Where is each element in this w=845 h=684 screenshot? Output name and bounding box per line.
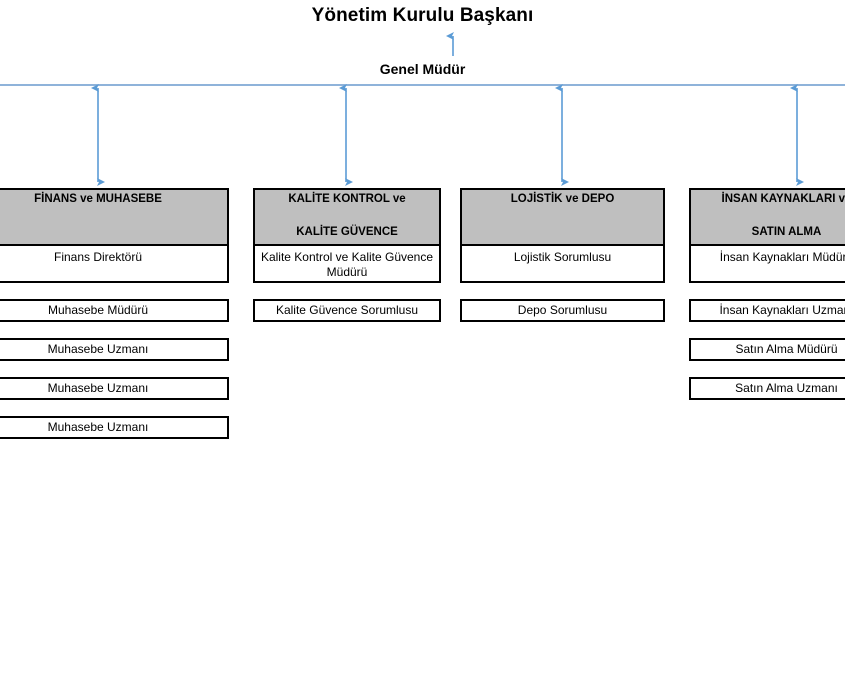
department-column-kalite-kontrol-ve-kalite-guvence: KALİTE KONTROL ve KALİTE GÜVENCE Kalite … xyxy=(253,188,441,322)
department-header-finans-ve-muhasebe: FİNANS ve MUHASEBE xyxy=(0,188,229,246)
row-gap xyxy=(689,322,845,338)
row-gap xyxy=(689,361,845,377)
department-header-line1: İNSAN KAYNAKLARI ve xyxy=(721,193,845,205)
row-gap xyxy=(0,283,229,299)
role-box[interactable]: Kalite Kontrol ve Kalite Güvence Müdürü xyxy=(253,246,441,283)
role-box[interactable]: İnsan Kaynakları Müdürü xyxy=(689,246,845,283)
department-header-line1: FİNANS ve MUHASEBE xyxy=(34,193,162,205)
role-box[interactable]: Lojistik Sorumlusu xyxy=(460,246,665,283)
row-gap xyxy=(689,283,845,299)
role-box[interactable]: İnsan Kaynakları Uzmanı xyxy=(689,299,845,322)
role-box[interactable]: Muhasebe Müdürü xyxy=(0,299,229,322)
row-gap xyxy=(0,322,229,338)
role-box[interactable]: Satın Alma Uzmanı xyxy=(689,377,845,400)
role-box[interactable]: Muhasebe Uzmanı xyxy=(0,338,229,361)
department-header-kalite-kontrol-ve-kalite-guvence: KALİTE KONTROL ve KALİTE GÜVENCE xyxy=(253,188,441,246)
row-gap xyxy=(253,283,441,299)
department-header-line1: LOJİSTİK ve DEPO xyxy=(510,193,615,205)
row-gap xyxy=(0,400,229,416)
page-title: Yönetim Kurulu Başkanı xyxy=(311,5,534,26)
department-column-finans-ve-muhasebe: FİNANS ve MUHASEBE Finans Direktörü Muha… xyxy=(0,188,229,439)
row-gap xyxy=(460,283,665,299)
department-column-lojistik-ve-depo: LOJİSTİK ve DEPO Lojistik Sorumlusu Depo… xyxy=(460,188,665,322)
department-column-insan-kaynaklari-ve-satin-alma: İNSAN KAYNAKLARI ve SATIN ALMA İnsan Kay… xyxy=(689,188,845,400)
role-box[interactable]: Muhasebe Uzmanı xyxy=(0,377,229,400)
department-header-lojistik-ve-depo: LOJİSTİK ve DEPO xyxy=(460,188,665,246)
row-gap xyxy=(0,361,229,377)
department-header-line2: SATIN ALMA xyxy=(751,225,822,238)
role-box[interactable]: Satın Alma Müdürü xyxy=(689,338,845,361)
role-box[interactable]: Muhasebe Uzmanı xyxy=(0,416,229,439)
department-header-insan-kaynaklari-ve-satin-alma: İNSAN KAYNAKLARI ve SATIN ALMA xyxy=(689,188,845,246)
general-manager-label: Genel Müdür xyxy=(379,61,466,77)
role-box[interactable]: Finans Direktörü xyxy=(0,246,229,283)
department-header-line2: KALİTE GÜVENCE xyxy=(296,225,398,238)
department-header-line1: KALİTE KONTROL ve xyxy=(288,193,406,205)
role-box[interactable]: Depo Sorumlusu xyxy=(460,299,665,322)
role-box[interactable]: Kalite Güvence Sorumlusu xyxy=(253,299,441,322)
